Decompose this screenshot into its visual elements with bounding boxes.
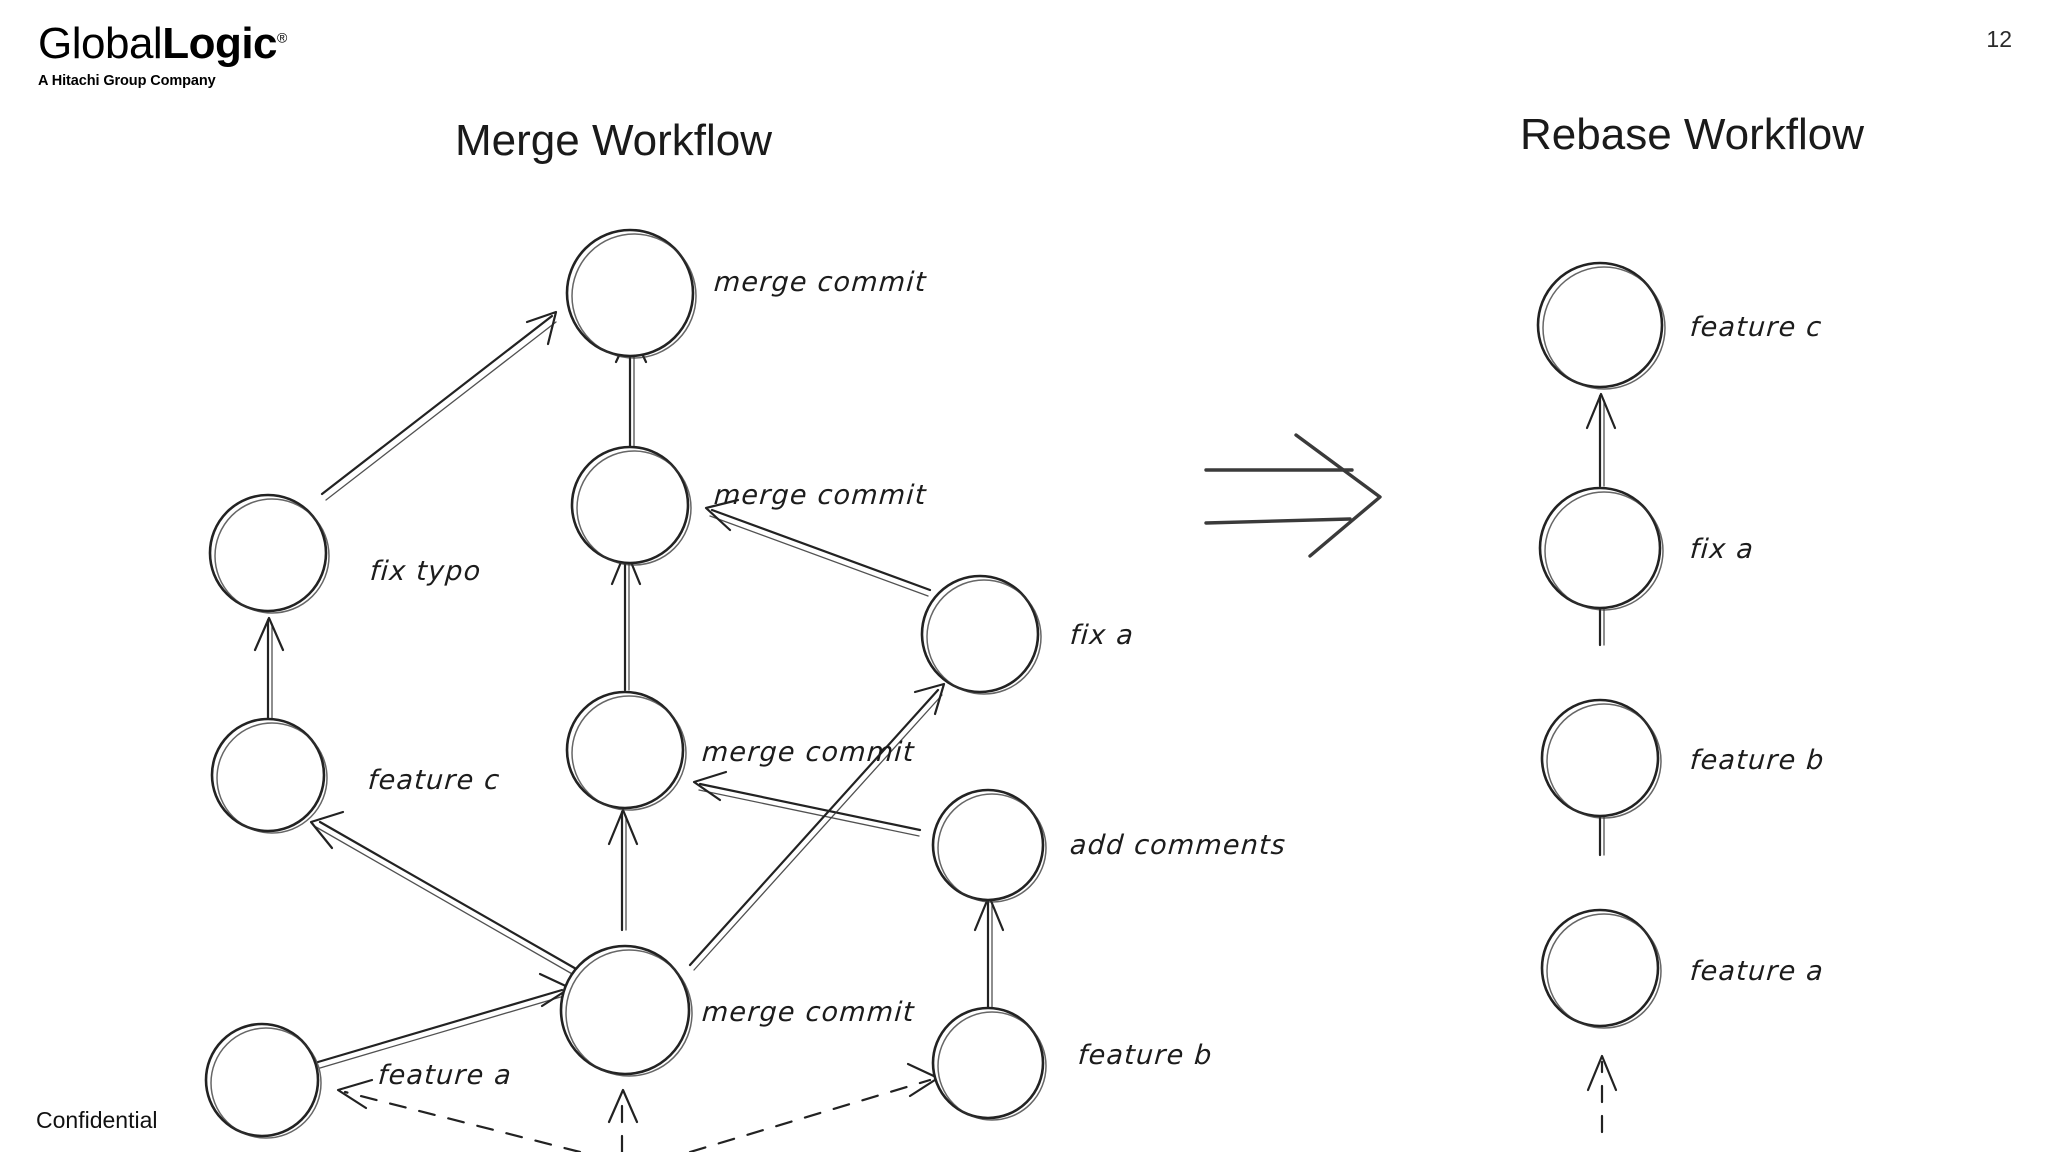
label-feature-c-rebase: feature c [1688,312,1824,343]
label-merge-commit-upper: merge commit [712,480,928,511]
label-merge-commit-bottom: merge commit [700,997,916,1028]
merge-workflow-heading: Merge Workflow [455,116,773,165]
node-fix-a-rebase [1538,486,1662,610]
label-merge-commit-mid: merge commit [700,737,916,768]
transition-arrow-icon [1204,433,1382,558]
brand-tagline: A Hitachi Group Company [38,73,216,89]
node-fix-a-merge [920,574,1040,694]
node-merge-commit-top [565,228,695,358]
node-feature-c-merge [210,717,326,833]
merge-nodes [204,228,1047,1139]
brand-wordmark: GlobalLogic® [38,22,328,66]
label-feature-a-merge: feature a [376,1060,514,1091]
node-merge-commit-mid [565,690,685,810]
node-fix-typo [208,493,328,613]
label-fix-a-rebase: fix a [1688,534,1756,565]
label-feature-a-rebase: feature a [1688,956,1826,987]
node-feature-a-rebase [1540,908,1660,1028]
page-number: 12 [1986,26,2012,52]
label-fix-a-merge: fix a [1068,620,1136,651]
node-feature-b-rebase [1540,698,1660,818]
label-feature-b-merge: feature b [1076,1040,1214,1071]
label-merge-commit-top: merge commit [712,267,928,298]
label-feature-b-rebase: feature b [1688,745,1826,776]
node-merge-commit-upper [570,445,690,565]
node-merge-commit-bottom [559,944,691,1076]
rebase-workflow-heading: Rebase Workflow [1520,110,1864,159]
label-add-comments: add comments [1068,830,1288,861]
node-feature-c-rebase [1536,261,1664,389]
registered-trademark-icon: ® [277,29,287,46]
node-feature-b-merge [931,1006,1045,1120]
node-add-comments [931,788,1045,902]
label-feature-c-merge: feature c [366,765,502,796]
brand-name-bold: Logic [162,19,278,68]
rebase-nodes [1536,261,1666,1029]
label-fix-typo: fix typo [368,556,483,587]
globallogic-logo: GlobalLogic® A Hitachi Group Company [38,22,328,90]
node-feature-a-merge [204,1022,320,1138]
brand-name-light: Global [38,19,163,68]
footer-confidential: Confidential [36,1107,158,1133]
